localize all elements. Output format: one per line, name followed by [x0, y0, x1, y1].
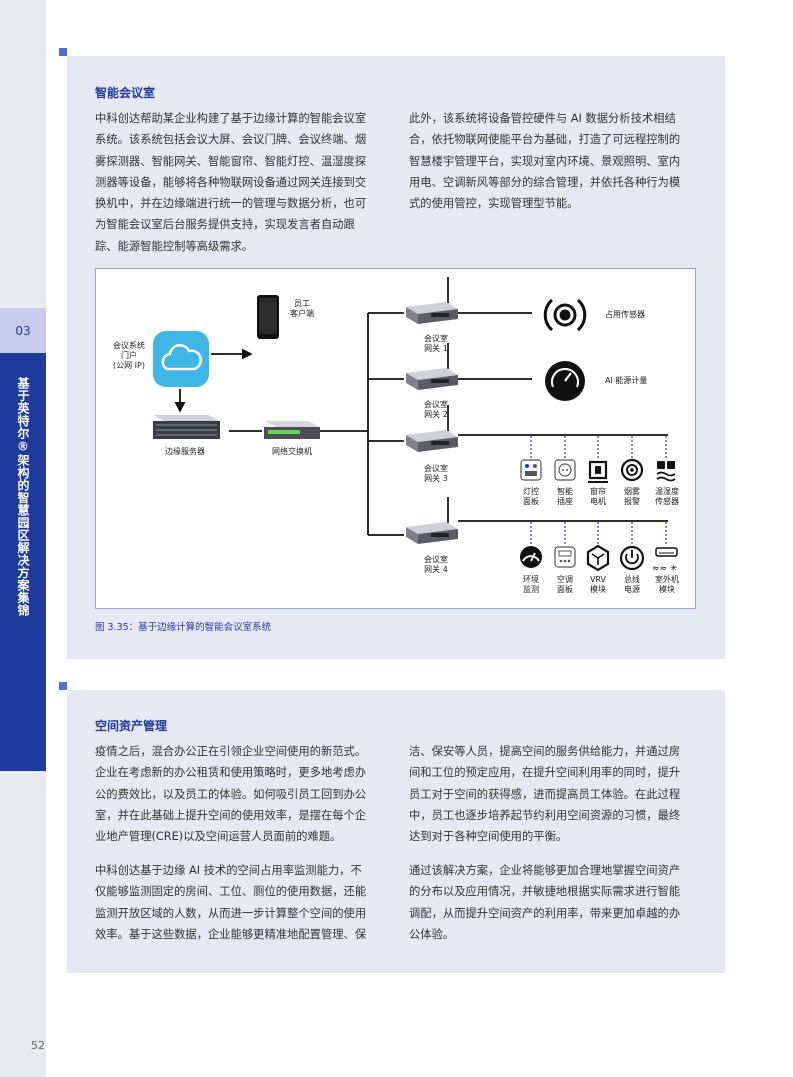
ac-panel-icon — [554, 546, 576, 568]
power-icon — [619, 545, 645, 571]
text-line: 员工对于空间的获得感，进而提高员工体验。在此过程 — [409, 787, 681, 801]
text-line: 中科创达基于边缘 AI 技术的空间占用率监测能力，不 — [95, 864, 362, 877]
text-line: 用电、空调新风等部分的综合管理，并依托各种行为模 — [409, 175, 681, 189]
text-line: 室，并在此基础上提升空间的使用效率，是摆在每个企 — [95, 808, 367, 822]
paragraph-meeting-left: 中科创达帮助某企业构建了基于边缘计算的智能会议室 系统。该系统包括会议大屏、会议… — [95, 108, 387, 257]
diagram-canvas — [153, 277, 678, 572]
label-env-monitor: 环境 监测 — [523, 575, 539, 594]
text-line: 系统。该系统包括会议大屏、会议门牌、会议终端、烟 — [95, 133, 367, 147]
architecture-diagram: 会议系统 门户 (公网 IP) 员工 客户端 边缘服务器 网络交换机 会议室 网… — [95, 268, 696, 609]
label-outdoor-unit: 室外机 模块 — [655, 575, 679, 594]
text-line: 效率。基于这些数据，企业能够更精准地配置管理、保 — [95, 927, 367, 941]
text-line: 中科创达帮助某企业构建了基于边缘计算的智能会议室 — [95, 112, 367, 125]
chapter-number: 03 — [0, 308, 46, 353]
light-panel-icon — [520, 459, 542, 481]
humidity-sensor-icon — [656, 461, 676, 482]
router-icon — [406, 277, 458, 324]
router-icon — [406, 405, 458, 452]
socket-icon — [554, 459, 576, 481]
label-gateway-1: 会议室 网关 1 — [424, 334, 448, 353]
section-title-space-assets: 空间资产管理 — [95, 719, 168, 733]
outdoor-unit-symbol: ≈≈ ✳ — [652, 564, 678, 574]
figure-caption: 图 3.35：基于边缘计算的智能会议室系统 — [95, 622, 272, 633]
paragraph-space-1-right: 洁、保安等人员，提高空间的服务供给能力，并通过房 间和工位的预定应用，在提升空间… — [409, 741, 701, 847]
text-line: 企业在考虑新的办公租赁和使用策略时，更多地考虑办 — [95, 766, 367, 780]
paragraph-space-2-left: 中科创达基于边缘 AI 技术的空间占用率监测能力，不 仅能够监测固定的房间、工位… — [95, 860, 387, 945]
paragraph-space-1-left: 疫情之后，混合办公正在引领企业空间使用的新范式。 企业在考虑新的办公租赁和使用策… — [95, 741, 387, 847]
chapter-title-bar: 基于英特尔®架构的智慧园区解决方案集锦 — [0, 353, 46, 771]
text-line: 踪、能源智能控制等高级需求。 — [95, 239, 254, 253]
text-line: 仅能够监测固定的房间、工位、厕位的使用数据，还能 — [95, 885, 367, 899]
phone-icon — [257, 295, 279, 339]
page-number: 52 — [31, 1039, 45, 1052]
connector-lines — [174, 312, 668, 536]
text-line: 的分布以及应用情况，并敏捷地根据实际需求进行智能 — [409, 885, 681, 899]
label-humidity-sensor: 温湿度 传感器 — [655, 487, 679, 506]
outdoor-unit-icon — [655, 547, 678, 557]
router-icon — [406, 343, 458, 390]
decor-square-small — [59, 682, 67, 690]
label-smoke-alarm: 烟雾 报警 — [624, 487, 640, 506]
text-line: 达到对于各种空间使用的平衡。 — [409, 830, 568, 844]
text-line: 为智能会议室后台服务提供支持，实现发言者自动跟 — [95, 218, 355, 232]
label-edge-server: 边缘服务器 — [165, 447, 205, 456]
label-ac-panel: 空调 面板 — [557, 575, 573, 594]
label-gateway-3: 会议室 网关 3 — [424, 464, 448, 483]
label-employee-client: 员工 客户端 — [290, 299, 314, 318]
text-line: 业地产管理(CRE)以及空间运营人员面前的难题。 — [95, 830, 342, 844]
environment-monitor-icon — [520, 546, 542, 568]
paragraph-space-2-right: 通过该解决方案，企业将能够更加合理地掌握空间资产 的分布以及应用情况，并敏捷地根… — [409, 860, 701, 945]
text-line: 换机中，并在边缘端进行统一的管理与数据分析，也可 — [95, 197, 367, 211]
server-icon — [153, 415, 220, 439]
cloud-icon — [153, 331, 209, 387]
label-gateway-2: 会议室 网关 2 — [424, 400, 448, 419]
text-line: 疫情之后，混合办公正在引领企业空间使用的新范式。 — [95, 745, 367, 758]
text-line: 调配，从而提升空间资产的利用率，带来更加卓越的办 — [409, 906, 681, 920]
label-network-switch: 网络交换机 — [272, 447, 312, 456]
vrv-module-icon — [586, 544, 610, 572]
label-gateway-4: 会议室 网关 4 — [424, 555, 448, 574]
text-line: 监测开放区域的人数，从而进一步计算整个空间的使用 — [95, 906, 367, 920]
sidebar: 03 基于英特尔®架构的智慧园区解决方案集锦 — [0, 0, 46, 1077]
text-line: 通过该解决方案，企业将能够更加合理地掌握空间资产 — [409, 864, 681, 877]
section-title-meeting-room: 智能会议室 — [95, 86, 156, 100]
text-line: 中，员工也逐步培养起节约利用空间资源的习惯，最终 — [409, 808, 681, 822]
text-line: 间和工位的预定应用，在提升空间利用率的同时，提升 — [409, 766, 681, 780]
section-panel-space-assets — [67, 690, 725, 973]
label-bus-power: 总线 电源 — [624, 575, 640, 594]
chapter-title: 基于英特尔®架构的智慧园区解决方案集锦 — [16, 377, 30, 617]
text-line: 公的费效比，以及员工的体验。如何吸引员工回到办公 — [95, 787, 367, 801]
text-line: 此外，该系统将设备管控硬件与 AI 数据分析技术相结 — [409, 112, 676, 125]
energy-gauge-icon — [545, 361, 585, 401]
text-line: 智慧楼宇管理平台，实现对室内环境、景观照明、室内 — [409, 154, 681, 168]
wifi-signal-icon — [543, 298, 587, 332]
label-occupancy-sensor: 占用传感器 — [605, 310, 645, 319]
label-smart-socket: 智能 插座 — [557, 487, 573, 506]
text-line: 测器等设备，能够将各种物联网设备通过网关连接到交 — [95, 175, 367, 189]
switch-icon — [264, 421, 320, 439]
label-curtain-motor: 窗帘 电机 — [590, 487, 606, 506]
text-line: 合，依托物联网使能平台为基础，打造了可远程控制的 — [409, 133, 681, 147]
text-line: 洁、保安等人员，提高空间的服务供给能力，并通过房 — [409, 745, 681, 758]
decor-square-small — [59, 48, 67, 56]
smoke-alarm-icon — [620, 458, 644, 482]
text-line: 公体验。 — [409, 927, 455, 941]
paragraph-meeting-right: 此外，该系统将设备管控硬件与 AI 数据分析技术相结 合，依托物联网使能平台为基… — [409, 108, 701, 214]
label-vrv-module: VRV 模块 — [589, 575, 607, 594]
text-line: 式的使用管控，实现管理型节能。 — [409, 197, 579, 211]
router-icon — [406, 497, 458, 544]
label-portal: 会议系统 门户 (公网 IP) — [113, 341, 145, 370]
label-ai-energy-meter: AI 能源计量 — [605, 376, 648, 385]
curtain-motor-icon — [588, 460, 608, 483]
label-light-panel: 灯控 面板 — [523, 487, 539, 506]
text-line: 雾探测器、智能网关、智能窗帘、智能灯控、温湿度探 — [95, 154, 367, 168]
